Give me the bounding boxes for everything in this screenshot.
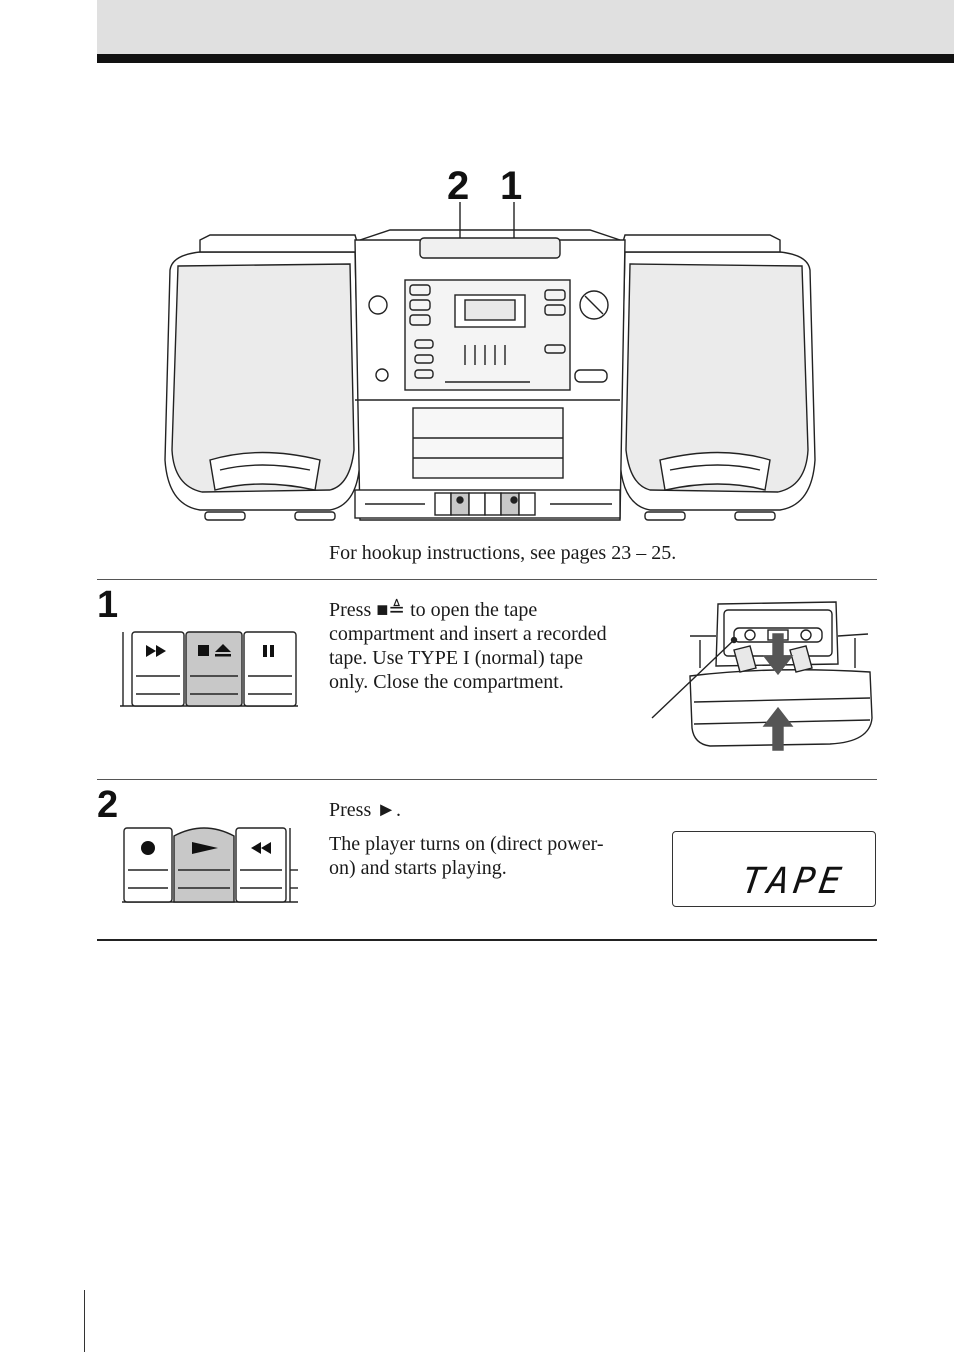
stop-eject-icon: [198, 644, 231, 657]
step-2-instruction: Press ►. The player turns on (direct pow…: [329, 798, 619, 890]
play-icon: [192, 842, 218, 854]
record-icon: [141, 841, 155, 855]
callout-number-2: 2: [447, 164, 470, 208]
step-1-text: Press ■≜ to open the tape compartment an…: [329, 599, 607, 693]
step-2-text-detail: The player turns on (direct power-on) an…: [329, 833, 604, 879]
step-1-instruction: Press ■≜ to open the tape compartment an…: [329, 598, 619, 704]
header-rule: [97, 54, 954, 63]
divider-middle: [97, 779, 877, 780]
tape-compartment-illustration: [651, 601, 873, 751]
tape-display: TAPE: [672, 831, 876, 907]
forward-icon: [146, 645, 166, 657]
step-1-button-panel: [120, 631, 298, 707]
divider-top: [97, 579, 877, 580]
display-readout: TAPE: [739, 861, 848, 902]
pause-icon: [263, 645, 274, 657]
step-2-number: 2: [97, 784, 119, 826]
callout-number-1: 1: [500, 164, 523, 208]
hookup-note: For hookup instructions, see pages 23 – …: [329, 542, 677, 564]
boombox-illustration: [164, 202, 816, 521]
step-2-button-panel: [122, 827, 298, 903]
rewind-icon: [251, 842, 271, 854]
header-band: [97, 0, 954, 54]
margin-line: [84, 1290, 85, 1352]
step-1-number: 1: [97, 584, 119, 626]
step-2-text: Press ►.: [329, 799, 402, 821]
divider-bottom: [97, 939, 877, 941]
